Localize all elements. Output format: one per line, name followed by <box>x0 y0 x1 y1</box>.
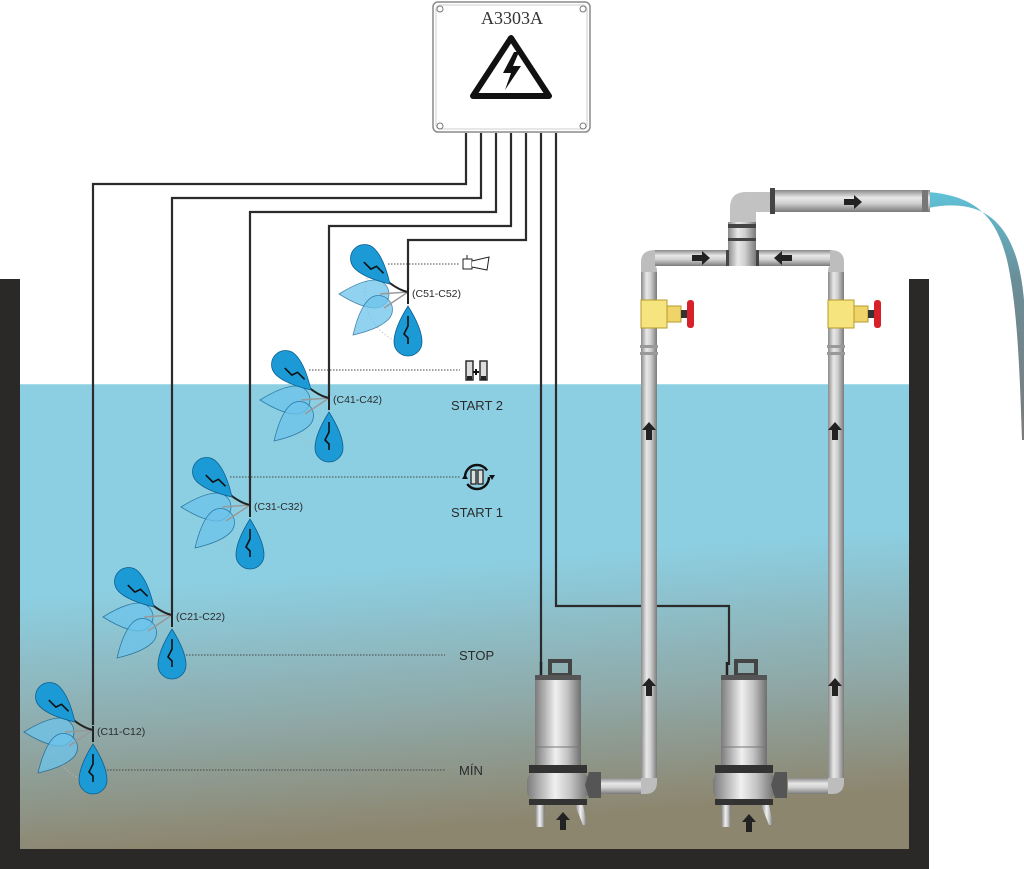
tank-wall-right <box>909 279 929 869</box>
float-switch-label: (C41-C42) <box>333 394 382 406</box>
flow-arrow-icon <box>828 422 842 440</box>
high-voltage-warning-icon <box>470 35 552 99</box>
float-switches: (C51-C52) (C41-C42) (C31-C32) (C21-C22) (C11… <box>23 239 461 795</box>
alternating-pumps-icon <box>462 463 495 491</box>
float-switch-label: (C51-C52) <box>412 288 461 300</box>
flow-arrow-icon <box>844 195 862 209</box>
discharge-piping <box>600 188 930 794</box>
tank-wall-left <box>0 279 20 869</box>
flow-arrow-icon <box>556 812 570 830</box>
gate-valve-icon[interactable] <box>827 299 881 329</box>
flow-arrow-icon <box>742 814 756 832</box>
float-switch[interactable]: (C31-C32) <box>180 452 303 570</box>
flow-arrows <box>556 195 862 832</box>
float-switch[interactable]: (C51-C52) <box>338 239 461 357</box>
alarm-horn-icon <box>462 255 490 271</box>
flow-arrow-icon <box>692 251 710 265</box>
level-function-label: STOP <box>459 648 494 663</box>
flow-arrow-icon <box>828 678 842 696</box>
flow-arrow-icon <box>642 678 656 696</box>
submersible-pump-icon[interactable] <box>713 659 787 827</box>
float-switch[interactable]: (C11-C12) <box>23 677 145 795</box>
level-function-label: START 2 <box>451 398 503 413</box>
float-switch-label: (C31-C32) <box>254 501 303 513</box>
float-switch-label: (C11-C12) <box>97 726 145 738</box>
float-switch-label: (C21-C22) <box>176 611 225 623</box>
control-box-model: A3303A <box>481 8 543 28</box>
level-function-label: MÍN <box>459 763 483 778</box>
control-box[interactable]: A3303A <box>432 1 591 133</box>
level-function-label: START 1 <box>451 505 503 520</box>
float-switch[interactable]: (C41-C42) <box>259 345 382 463</box>
pumps <box>527 659 787 827</box>
submersible-pump-icon[interactable] <box>527 659 601 827</box>
two-pumps-icon <box>465 360 488 381</box>
flow-arrow-icon <box>642 422 656 440</box>
gate-valve-icon[interactable] <box>640 299 694 329</box>
float-switch[interactable]: (C21-C22) <box>102 562 225 680</box>
tank-floor <box>0 849 929 869</box>
discharge-hose <box>928 192 1024 440</box>
flow-arrow-icon <box>774 251 792 265</box>
level-markers: START 2 START 1 STOP MÍN <box>107 255 503 778</box>
